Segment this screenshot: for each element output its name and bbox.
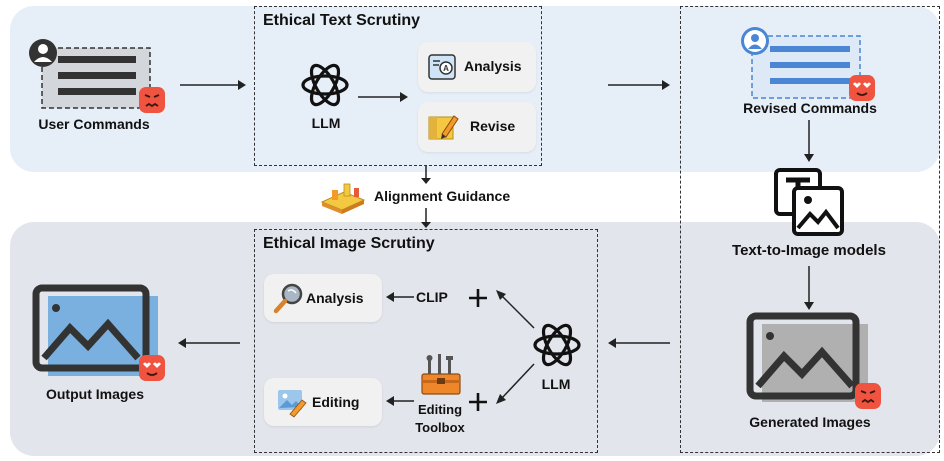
image-analysis-label: Analysis bbox=[306, 290, 364, 306]
image-llm-label: LLM bbox=[541, 376, 571, 392]
arrow-clip-to-analysis bbox=[386, 292, 414, 302]
output-heart-eyes-emoji-icon bbox=[139, 355, 165, 381]
arrow-image-scrutiny-to-output bbox=[178, 338, 240, 348]
ethical-text-scrutiny-box bbox=[254, 6, 542, 166]
ethical-image-scrutiny-box bbox=[254, 229, 598, 453]
arrow-t2i-to-generated bbox=[804, 266, 814, 310]
user-avatar-icon bbox=[29, 39, 57, 67]
output-images-label: Output Images bbox=[45, 386, 144, 402]
text-llm-label: LLM bbox=[311, 115, 341, 131]
image-llm-logo-icon bbox=[533, 323, 581, 367]
revised-commands-label: Revised Commands bbox=[743, 100, 877, 116]
image-analysis-pill: Analysis bbox=[264, 274, 382, 322]
arrow-generated-to-image-scrutiny bbox=[608, 338, 670, 348]
image-editing-pill: Editing bbox=[264, 378, 382, 426]
ethical-image-scrutiny-title: Ethical Image Scrutiny bbox=[263, 235, 435, 252]
user-command-document-icon bbox=[41, 47, 151, 109]
magnifier-icon bbox=[273, 283, 303, 314]
arrow-user-to-text-scrutiny bbox=[180, 80, 246, 90]
revised-command-document-icon bbox=[751, 35, 861, 99]
revised-user-avatar-icon bbox=[741, 27, 769, 55]
text-to-image-model-icon bbox=[774, 168, 844, 236]
text-analysis-label: Analysis bbox=[464, 58, 522, 74]
text-revise-pill: Revise bbox=[418, 102, 536, 152]
text-to-image-models-label: Text-to-Image models bbox=[732, 242, 886, 259]
ethical-text-scrutiny-title: Ethical Text Scrutiny bbox=[263, 12, 421, 29]
toolbox-label-line1: Editing bbox=[417, 402, 463, 417]
arrow-llm-to-clip bbox=[496, 290, 535, 329]
revise-pencil-icon bbox=[428, 115, 459, 140]
clip-plus-icon bbox=[469, 289, 487, 307]
generated-image-icon bbox=[746, 312, 868, 402]
analysis-document-icon: A bbox=[428, 54, 456, 80]
arrow-revised-to-t2i bbox=[804, 120, 814, 162]
arrow-llm-to-analysis bbox=[358, 92, 408, 102]
generated-images-label: Generated Images bbox=[749, 414, 871, 430]
angry-face-icon bbox=[139, 87, 165, 113]
clip-label: CLIP bbox=[416, 289, 448, 305]
arrow-text-scrutiny-to-revised bbox=[608, 80, 670, 90]
arrow-llm-to-toolbox bbox=[496, 363, 535, 404]
heart-eyes-emoji-icon bbox=[849, 75, 875, 101]
text-analysis-pill: A Analysis bbox=[418, 42, 536, 92]
arrow-alignment-to-image-scrutiny bbox=[421, 208, 431, 228]
llm-logo-icon bbox=[301, 63, 349, 107]
alignment-guidance-label: Alignment Guidance bbox=[374, 188, 511, 204]
svg-text:A: A bbox=[443, 64, 449, 73]
text-revise-label: Revise bbox=[470, 118, 516, 134]
image-edit-icon bbox=[278, 390, 307, 418]
toolbox-label-line2: Toolbox bbox=[415, 420, 465, 435]
arrow-text-to-alignment bbox=[421, 166, 431, 184]
editing-toolbox-icon bbox=[421, 354, 461, 395]
toolbox-plus-icon bbox=[469, 393, 487, 411]
user-commands-label: User Commands bbox=[38, 116, 150, 132]
arrow-toolbox-to-editing bbox=[386, 396, 414, 406]
generated-angry-face-icon bbox=[855, 383, 881, 409]
alignment-blocks-icon bbox=[320, 183, 366, 214]
text-to-image-pipeline-box bbox=[680, 6, 940, 453]
image-editing-label: Editing bbox=[312, 394, 360, 410]
output-image-icon bbox=[32, 284, 158, 376]
